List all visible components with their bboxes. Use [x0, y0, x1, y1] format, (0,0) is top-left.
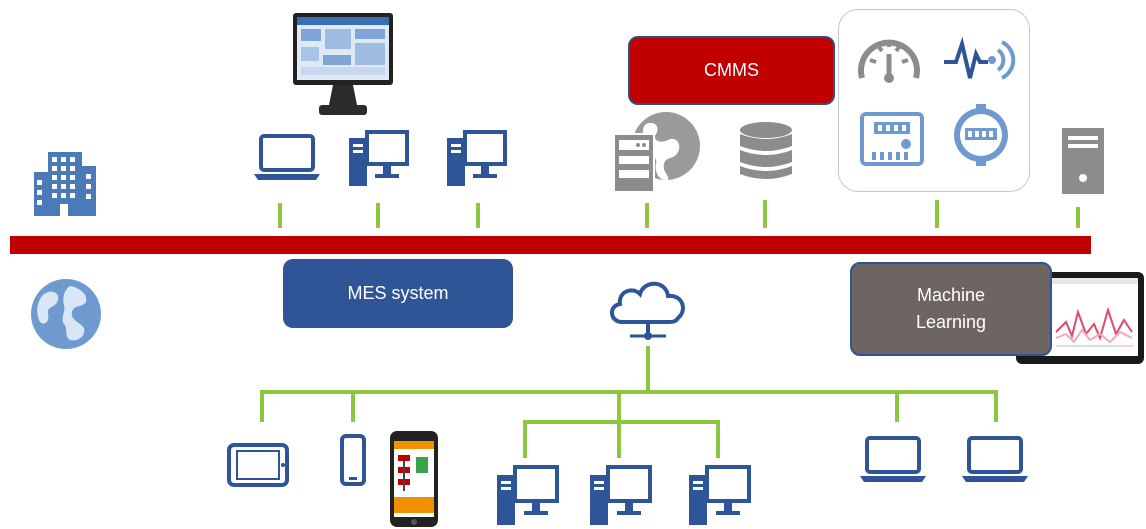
connector-line: [351, 390, 355, 422]
connector-line: [1076, 207, 1080, 228]
machine-learning-box: Machine Learning: [850, 262, 1052, 356]
connector-line: [523, 420, 527, 458]
monitor-dashboard-icon: [293, 13, 393, 115]
machine-learning-label-line2: Learning: [915, 312, 987, 332]
connector-line: [895, 390, 899, 422]
building-icon: [34, 152, 96, 216]
connector-line: [523, 420, 720, 424]
cloud-icon: [610, 281, 685, 340]
mes-system-box: MES system: [283, 259, 513, 328]
connector-line: [260, 390, 264, 422]
laptop-icon: [962, 436, 1028, 482]
database-icon: [740, 122, 792, 179]
smartphone-app-icon: [390, 431, 438, 527]
water-meter-icon: [954, 104, 1008, 166]
network-bus: [10, 236, 1091, 254]
power-meter-icon: [860, 112, 924, 166]
connector-line: [278, 203, 282, 228]
laptop-icon: [860, 436, 926, 482]
connector-line: [645, 203, 649, 228]
mes-system-label: MES system: [347, 283, 449, 303]
vibration-sensor-icon: [944, 36, 1016, 80]
machine-learning-label-line1: Machine: [916, 285, 986, 305]
desktop-computer-icon: [447, 130, 507, 186]
connector-line: [646, 346, 650, 392]
connector-line: [994, 390, 998, 422]
cmms-box: CMMS: [628, 36, 835, 105]
web-server-icon: [613, 112, 700, 193]
cmms-label: CMMS: [704, 60, 759, 80]
connector-line: [376, 203, 380, 228]
connector-line: [617, 420, 621, 458]
laptop-icon: [254, 134, 320, 180]
desktop-computer-icon: [590, 465, 652, 525]
tablet-icon: [227, 443, 289, 487]
server-tower-icon: [1062, 128, 1104, 194]
globe-icon: [31, 279, 101, 349]
gauge-icon: [858, 39, 920, 83]
desktop-computer-icon: [497, 465, 559, 525]
connector-line: [260, 390, 998, 394]
desktop-computer-icon: [689, 465, 751, 525]
connector-line: [716, 420, 720, 458]
connector-line: [617, 390, 621, 422]
desktop-computer-icon: [349, 130, 409, 186]
connector-line: [935, 200, 939, 228]
connector-line: [763, 200, 767, 228]
connector-line: [476, 203, 480, 228]
smartphone-icon: [340, 434, 366, 486]
